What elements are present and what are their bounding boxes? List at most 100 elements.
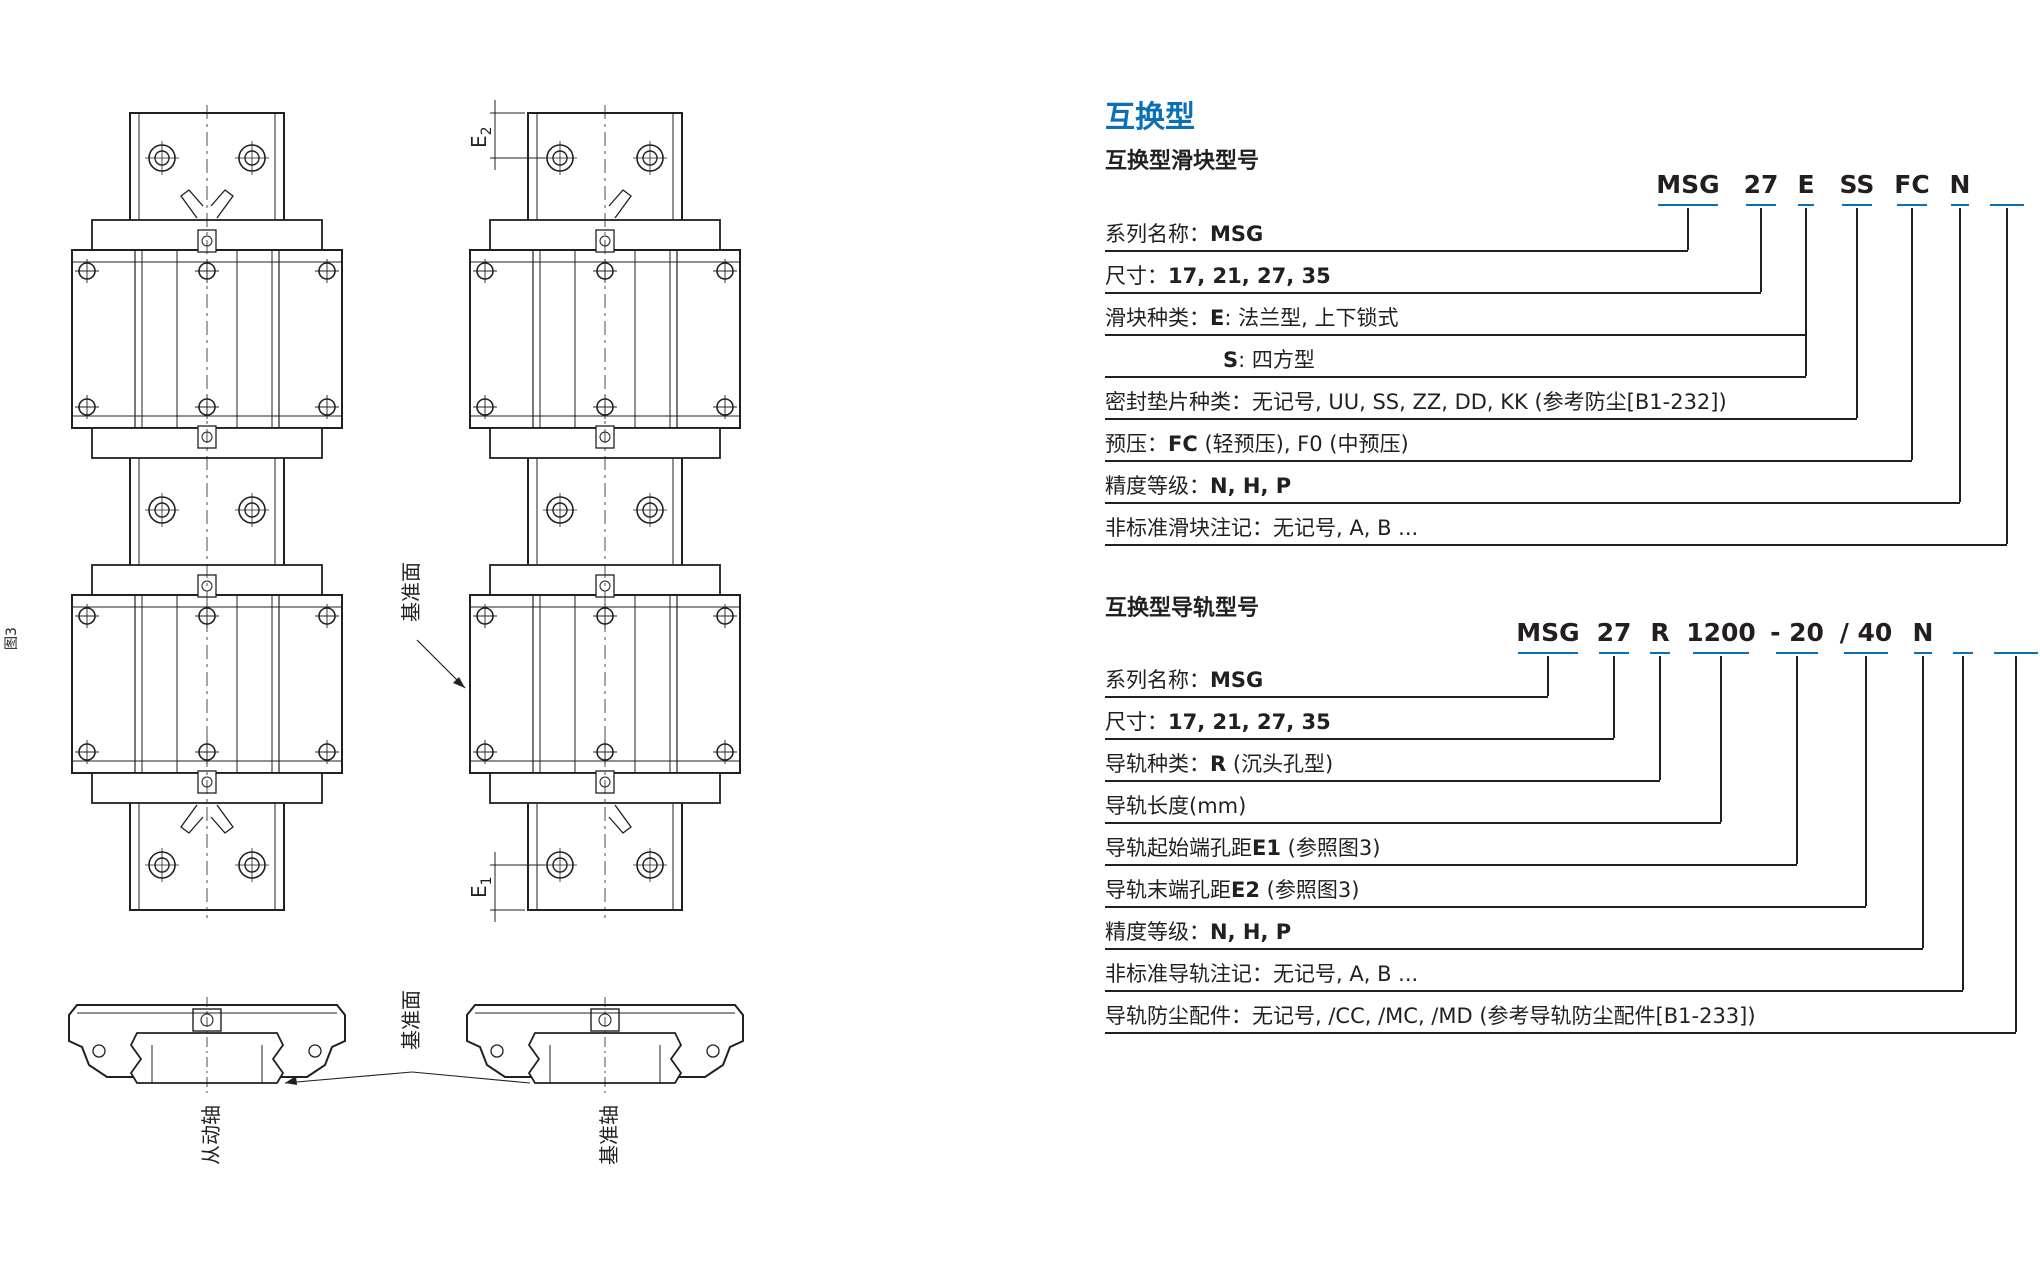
spec-row: 系列名称：MSG (1105, 220, 1263, 248)
spec-value: FC (1168, 432, 1198, 456)
spec-note: 无记号, A, B ... (1273, 962, 1419, 986)
driven-axis-top-view (72, 105, 342, 918)
spec-row: 精度等级：N, H, P (1105, 918, 1291, 946)
code-underline (1798, 204, 1814, 206)
spec-key: 非标准滑块注记： (1105, 516, 1273, 540)
leader-line (1105, 292, 1761, 294)
code-segment: E (1797, 170, 1815, 199)
leader-line (1105, 696, 1548, 698)
spec-key: 导轨种类： (1105, 752, 1210, 776)
spec-note: : 四方型 (1238, 348, 1315, 372)
reference-axis-top-view (416, 100, 740, 922)
spec-note: (参照图3) (1280, 836, 1381, 860)
code-underline (1693, 652, 1749, 654)
linear-guide-drawing: 图3 E2 E1 基准面 基准面 从动轴 基准轴 (4, 100, 744, 1165)
leader-line (1805, 208, 1807, 376)
code-underline (1842, 204, 1872, 206)
spec-note: : 法兰型, 上下锁式 (1224, 306, 1399, 330)
spec-row: 尺寸：17, 21, 27, 35 (1105, 708, 1331, 736)
leader-line (1959, 208, 1961, 502)
spec-row: 导轨起始端孔距E1 (参照图3) (1105, 834, 1380, 862)
reference-axis-label: 基准轴 (597, 1105, 621, 1165)
code-underline (1953, 652, 1973, 654)
driven-axis-label: 从动轴 (199, 1105, 223, 1165)
code-segment: N (1949, 170, 1971, 199)
spec-note: (轻预压), F0 (中预压) (1197, 432, 1409, 456)
spec-row: 导轨防尘配件：无记号, /CC, /MC, /MD (参考导轨防尘配件[B1-2… (1105, 1002, 1756, 1030)
spec-key: 精度等级： (1105, 920, 1210, 944)
code-segment: MSG (1516, 618, 1580, 647)
leader-line (1105, 948, 1923, 950)
leader-line (1105, 864, 1797, 866)
spec-row: 预压：FC (轻预压), F0 (中预压) (1105, 430, 1409, 458)
spec-key: 尺寸： (1105, 710, 1168, 734)
leader-line (1856, 208, 1858, 418)
leader-line (1105, 906, 1866, 908)
spec-value: E (1210, 306, 1225, 330)
spec-value: S (1223, 348, 1239, 372)
spec-key: 导轨末端孔距 (1105, 878, 1231, 902)
spec-note: (沉头孔型) (1226, 752, 1334, 776)
spec-value: E1 (1252, 836, 1281, 860)
code-segment: 27 (1596, 618, 1632, 647)
dim-e2-label: E2 (467, 126, 495, 148)
spec-row: 精度等级：N, H, P (1105, 472, 1291, 500)
spec-row: S: 四方型 (1223, 346, 1315, 374)
spec-note: (参照图3) (1259, 878, 1360, 902)
leader-line (1613, 656, 1615, 738)
spec-value: MSG (1210, 668, 1264, 692)
code-underline (1951, 204, 1969, 206)
code-segment: / 40 (1839, 618, 1893, 647)
spec-row: 尺寸：17, 21, 27, 35 (1105, 262, 1331, 290)
spec-value: 17, 21, 27, 35 (1168, 264, 1331, 288)
spec-key: 系列名称： (1105, 668, 1210, 692)
leader-line (1687, 208, 1689, 250)
code-underline (1914, 652, 1932, 654)
spec-value: MSG (1210, 222, 1264, 246)
spec-row: 导轨长度(mm) (1105, 792, 1246, 820)
spec-note: 无记号, /CC, /MC, /MD (参考导轨防尘配件[B1-233]) (1252, 1004, 1756, 1028)
spec-key: 导轨长度 (1105, 794, 1189, 818)
spec-row: 非标准导轨注记：无记号, A, B ... (1105, 960, 1418, 988)
leader-line (1720, 656, 1722, 822)
leader-line (1105, 990, 1963, 992)
leader-line (1105, 544, 2007, 546)
code-segment: N (1912, 618, 1934, 647)
spec-row: 滑块种类：E: 法兰型, 上下锁式 (1105, 304, 1398, 332)
code-underline (1844, 652, 1888, 654)
leader-line (1105, 376, 1806, 378)
code-underline (1990, 204, 2024, 206)
code-segment: SS (1839, 170, 1875, 199)
leader-line (1105, 822, 1721, 824)
leader-line (1105, 502, 1960, 504)
leader-line (1105, 334, 1806, 336)
spec-note: 无记号, UU, SS, ZZ, DD, KK (参考防尘[B1-232]) (1252, 390, 1727, 414)
leader-line (1547, 656, 1549, 696)
leader-line (1659, 656, 1661, 780)
spec-note: (mm) (1189, 794, 1247, 818)
code-underline (1776, 652, 1818, 654)
spec-value: N, H, P (1210, 474, 1292, 498)
code-underline (1518, 652, 1578, 654)
code-underline (1897, 204, 1927, 206)
spec-value: 17, 21, 27, 35 (1168, 710, 1331, 734)
leader-line (1105, 250, 1688, 252)
leader-line (1865, 656, 1867, 906)
leader-line (1911, 208, 1913, 460)
block-heading: 互换型滑块型号 (1105, 149, 1260, 174)
spec-key: 滑块种类： (1105, 306, 1210, 330)
code-underline (1994, 652, 2038, 654)
spec-row: 系列名称：MSG (1105, 666, 1263, 694)
spec-key: 系列名称： (1105, 222, 1210, 246)
leader-line (2015, 656, 2017, 1032)
spec-key: 尺寸： (1105, 264, 1168, 288)
code-underline (1658, 204, 1718, 206)
leader-line (1105, 780, 1660, 782)
code-underline (1650, 652, 1670, 654)
spec-row: 导轨末端孔距E2 (参照图3) (1105, 876, 1359, 904)
spec-key: 导轨防尘配件： (1105, 1004, 1252, 1028)
code-underline (1599, 652, 1629, 654)
dim-e1-label: E1 (467, 876, 495, 898)
code-segment: 27 (1743, 170, 1779, 199)
